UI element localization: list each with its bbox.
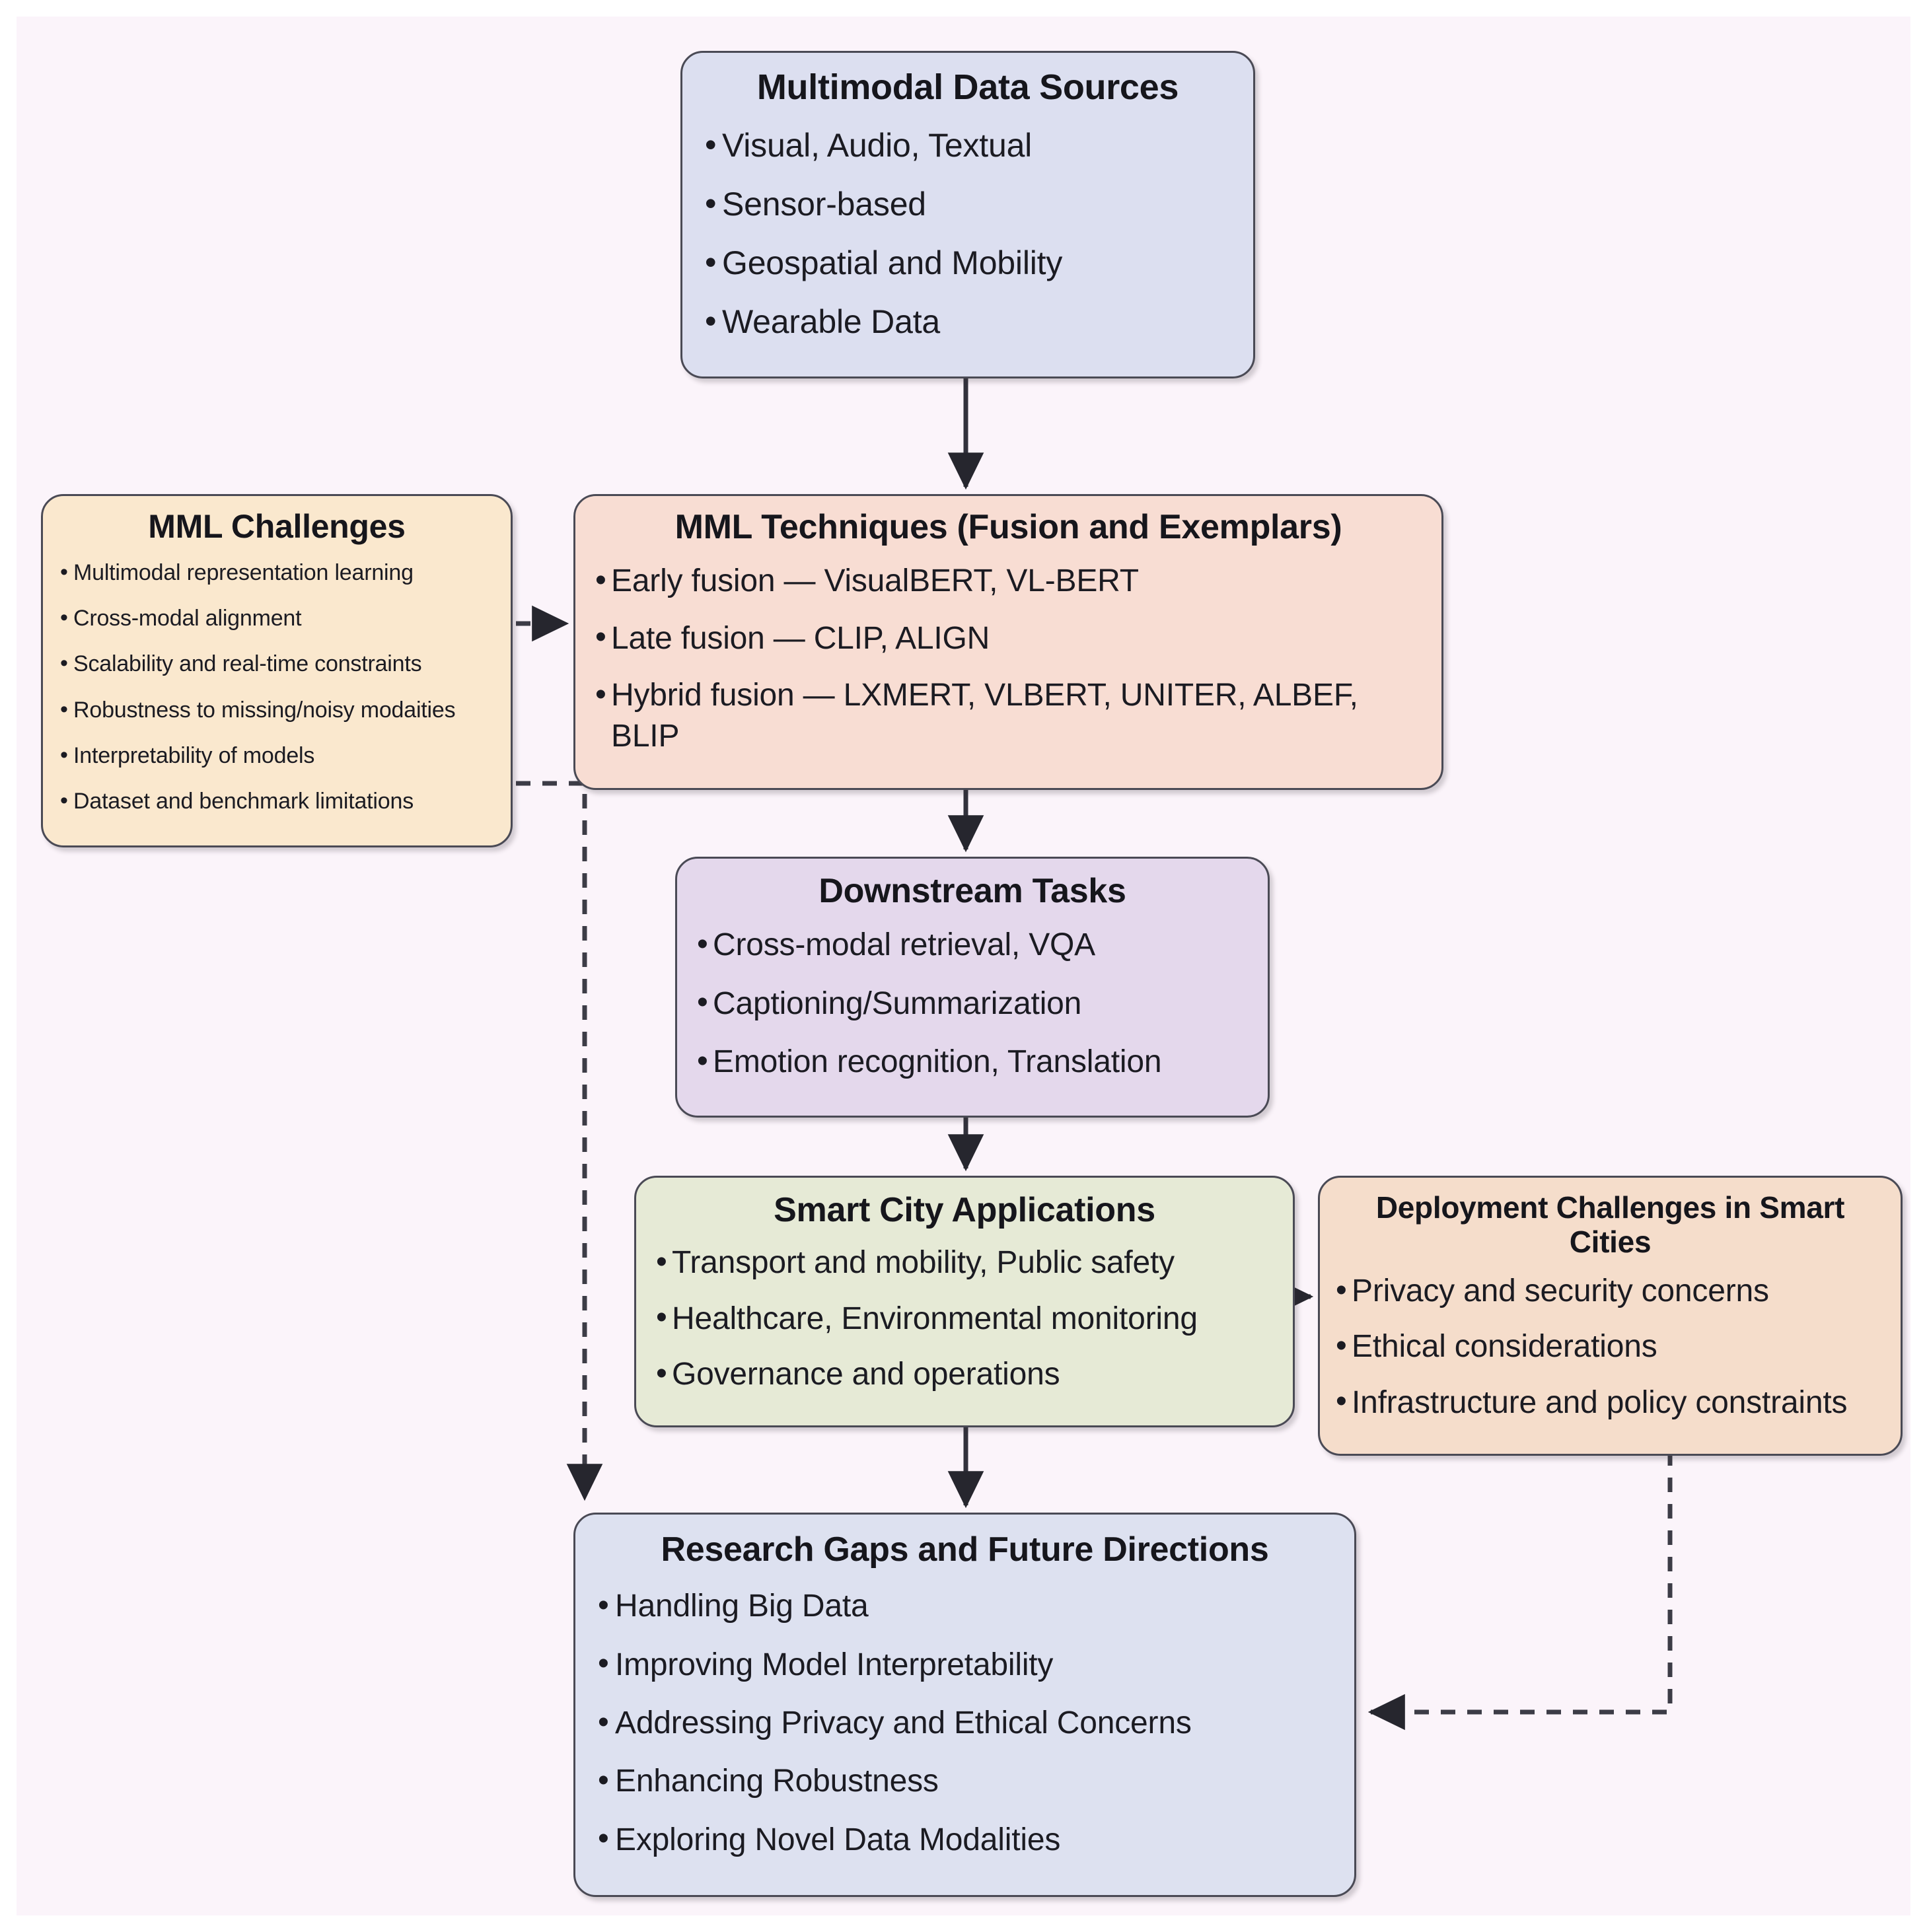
list-item: Healthcare, Environmental monitoring — [653, 1297, 1276, 1340]
list-item: Visual, Audio, Textual — [702, 124, 1233, 167]
list-item: Wearable Data — [702, 300, 1233, 343]
node-downstream-tasks[interactable]: Downstream Tasks Cross-modal retrieval, … — [675, 857, 1270, 1118]
list-item: Geospatial and Mobility — [702, 241, 1233, 285]
node-multimodal-data-sources[interactable]: Multimodal Data Sources Visual, Audio, T… — [680, 51, 1255, 379]
list-item: Transport and mobility, Public safety — [653, 1242, 1276, 1283]
node-title: Deployment Challenges in Smart Cities — [1375, 1190, 1845, 1259]
list-item: Governance and operations — [653, 1353, 1276, 1395]
list-item: Improving Model Interpretability — [595, 1643, 1334, 1686]
node-title: MML Challenges — [148, 508, 406, 545]
node-item-list: Multimodal representation learning Cross… — [57, 557, 496, 816]
list-item: Handling Big Data — [595, 1585, 1334, 1627]
node-deployment-challenges[interactable]: Deployment Challenges in Smart Cities Pr… — [1318, 1176, 1903, 1456]
list-item: Interpretability of models — [57, 740, 496, 770]
node-item-list: Early fusion — VisualBERT, VL-BERT Late … — [593, 560, 1424, 758]
node-mml-techniques[interactable]: MML Techniques (Fusion and Exemplars) Ea… — [573, 494, 1443, 790]
node-title: MML Techniques (Fusion and Exemplars) — [674, 508, 1342, 546]
node-title: Smart City Applications — [774, 1191, 1155, 1229]
node-item-list: Privacy and security concerns Ethical co… — [1333, 1270, 1887, 1423]
node-title: Multimodal Data Sources — [756, 67, 1179, 107]
edge-challenges-to-gaps — [516, 781, 603, 1501]
list-item: Privacy and security concerns — [1333, 1270, 1887, 1312]
list-item: Dataset and benchmark limitations — [57, 786, 496, 816]
list-item: Cross-modal alignment — [57, 603, 496, 633]
list-item: Infrastructure and policy constraints — [1333, 1381, 1887, 1423]
node-title: Research Gaps and Future Directions — [661, 1530, 1269, 1569]
node-smart-city-applications[interactable]: Smart City Applications Transport and mo… — [634, 1176, 1295, 1428]
list-item: Ethical considerations — [1333, 1326, 1887, 1367]
list-item: Robustness to missing/noisy modaities — [57, 695, 496, 725]
list-item: Scalability and real-time constraints — [57, 649, 496, 678]
list-item: Emotion recognition, Translation — [694, 1041, 1251, 1083]
node-research-gaps[interactable]: Research Gaps and Future Directions Hand… — [573, 1513, 1356, 1898]
node-item-list: Handling Big Data Improving Model Interp… — [595, 1585, 1334, 1861]
node-item-list: Cross-modal retrieval, VQA Captioning/Su… — [694, 924, 1251, 1083]
list-item: Exploring Novel Data Modalities — [595, 1818, 1334, 1861]
node-item-list: Transport and mobility, Public safety He… — [653, 1242, 1276, 1395]
edge-deployment-to-gaps — [1367, 1398, 1673, 1731]
node-title: Downstream Tasks — [818, 872, 1126, 910]
list-item: Cross-modal retrieval, VQA — [694, 924, 1251, 966]
node-item-list: Visual, Audio, Textual Sensor-based Geos… — [702, 124, 1233, 343]
list-item: Addressing Privacy and Ethical Concerns — [595, 1702, 1334, 1744]
list-item: Captioning/Summarization — [694, 982, 1251, 1024]
list-item: Late fusion — CLIP, ALIGN — [593, 617, 1424, 659]
list-item: Early fusion — VisualBERT, VL-BERT — [593, 560, 1424, 602]
node-mml-challenges[interactable]: MML Challenges Multimodal representation… — [41, 494, 513, 848]
list-item: Sensor-based — [702, 182, 1233, 226]
list-item: Hybrid fusion — LXMERT, VLBERT, UNITER, … — [593, 674, 1424, 758]
list-item: Enhancing Robustness — [595, 1760, 1334, 1802]
list-item: Multimodal representation learning — [57, 557, 496, 587]
